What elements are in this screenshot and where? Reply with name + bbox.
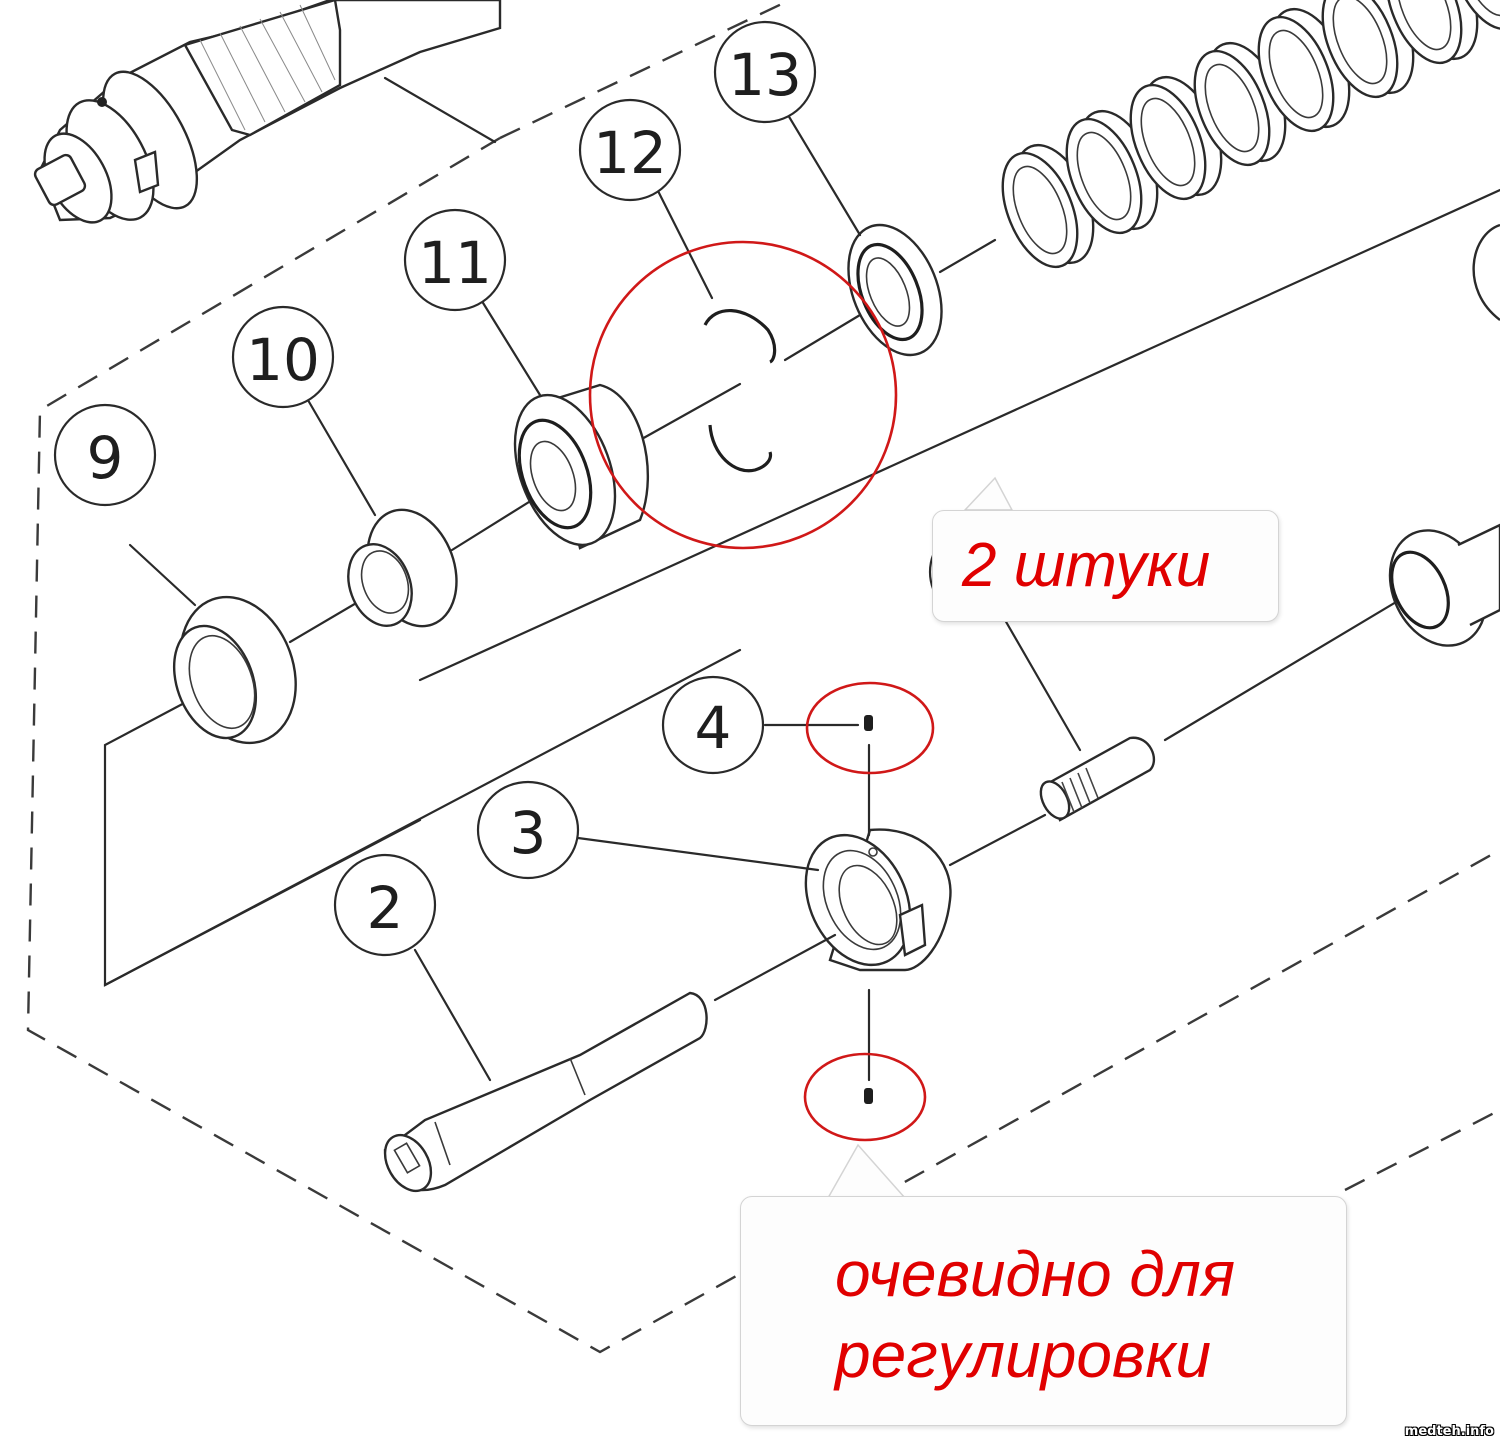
part-label-3: 3: [476, 780, 580, 880]
highlight-ellipse-set-screw-bottom: [803, 1052, 927, 1142]
part-number: 2: [367, 874, 404, 942]
spring-coil: [1193, 49, 1271, 167]
partial-part-right: [1472, 223, 1500, 321]
part-10-bushing: [347, 508, 458, 628]
part-label-2: 2: [333, 853, 437, 957]
spring-coil-inner: [1140, 97, 1196, 187]
spring-coil: [1385, 0, 1463, 65]
spring-coil-inner: [1076, 131, 1132, 221]
spring-coil: [1257, 15, 1335, 133]
part-number: 3: [510, 799, 547, 867]
part-label-9: 9: [53, 403, 157, 507]
part-number: 10: [246, 326, 320, 394]
part-label-13: 13: [713, 20, 817, 124]
leader-lines: [128, 108, 1082, 1082]
part-4-set-screws: [864, 715, 873, 1104]
highlight-circle-part-12: [588, 240, 898, 550]
spring-coil: [1001, 151, 1079, 269]
part-12-half-rings: [703, 309, 777, 473]
watermark: medteh.info: [1404, 1424, 1494, 1439]
spring-coil: [1449, 0, 1500, 31]
callout-adjust-line1: очевидно для: [835, 1238, 1236, 1310]
housing-outline-upper: [418, 188, 1500, 682]
callout-quantity-text: 2 штуки: [962, 531, 1211, 600]
spring-part: [938, 0, 1500, 274]
callout-box-adjust: [740, 1196, 1347, 1426]
callout-pointer-adjust: [826, 1143, 907, 1199]
spring-coil: [1321, 0, 1399, 99]
part-label-12: 12: [578, 98, 682, 202]
handpiece-head-assembly: [33, 0, 502, 224]
assembly-boundary-dashed: [26, 0, 1500, 1354]
threaded-part-right: [1388, 523, 1500, 647]
part-9-seal: [172, 595, 297, 745]
part-number: 13: [728, 41, 802, 109]
callout-box-quantity: [932, 510, 1279, 622]
housing-outline-lower: [103, 648, 742, 987]
spring-coil: [1129, 83, 1207, 201]
callout-adjust-line2: регулировки: [835, 1319, 1212, 1391]
spring-coil: [1065, 117, 1143, 235]
part-number: 4: [695, 694, 732, 762]
part-11-bearing: [513, 383, 650, 550]
part-number: 11: [418, 229, 492, 297]
spring-coil-inner: [1332, 0, 1388, 85]
highlight-ellipse-set-screw-top: [805, 681, 935, 775]
part-number: 12: [593, 119, 667, 187]
part-3-chuck-nut: [804, 828, 952, 972]
callout-pointer-quantity: [963, 476, 1014, 511]
spring-coil-inner: [1396, 0, 1452, 51]
part-label-11: 11: [403, 208, 507, 312]
part-13-bearing: [847, 223, 943, 357]
part-label-10: 10: [231, 305, 335, 409]
spring-coil-inner: [1012, 165, 1068, 255]
part-label-4: 4: [661, 675, 765, 775]
spring-coil-inner: [1268, 29, 1324, 119]
part-number: 9: [87, 424, 124, 492]
part-8-pin: [948, 736, 1156, 867]
part-2-collet: [383, 933, 837, 1193]
spring-coil-inner: [1204, 63, 1260, 153]
